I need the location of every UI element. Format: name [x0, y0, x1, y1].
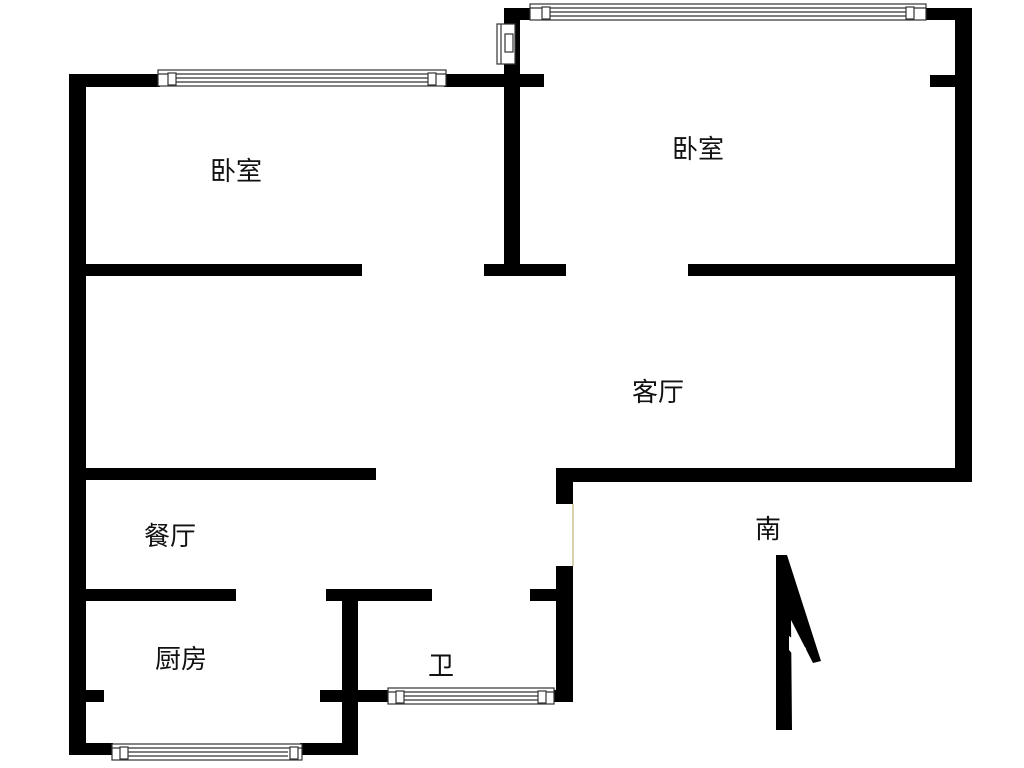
label-dining-room: 餐厅: [144, 522, 196, 552]
label-bathroom: 卫: [428, 652, 454, 682]
wall-top-left: [69, 74, 160, 87]
wall-top-left-2: [444, 74, 504, 87]
wall-left-outer: [69, 74, 86, 755]
label-living-room: 客厅: [632, 378, 684, 408]
wall-bedroom-living-c: [688, 264, 956, 276]
window-kitchen: [111, 743, 303, 761]
label-kitchen: 厨房: [155, 645, 207, 675]
wall-right-outer: [955, 8, 972, 482]
wall-dining-kitchen-a: [86, 589, 236, 601]
walls: [69, 8, 972, 755]
wall-kitchen-bottom-a: [69, 743, 113, 755]
wall-kitchen-bath: [342, 589, 358, 755]
compass-label: 南: [755, 515, 781, 545]
wall-living-bottom: [556, 468, 972, 482]
wall-dining-kitchen-c: [530, 589, 560, 601]
wall-bedroom-living-b: [484, 264, 566, 276]
wall-kitchen-bottom-b: [300, 743, 358, 755]
window-bedroom-right: [529, 3, 927, 21]
window-bedroom-left: [157, 69, 447, 87]
wall-bedroom-living-a: [86, 264, 362, 276]
wall-top-right-a: [504, 8, 532, 20]
wall-bedroom-divider: [504, 8, 520, 276]
wall-dining-kitchen-b: [326, 589, 432, 601]
label-bedroom-left: 卧室: [210, 157, 262, 187]
window-bathroom: [387, 687, 555, 705]
windows: [111, 3, 927, 761]
north-arrow-icon: [776, 555, 821, 730]
wall-bath-bottom-b: [552, 690, 572, 702]
wall-right-stub: [930, 75, 956, 87]
label-bedroom-right: 卧室: [672, 135, 724, 165]
wall-hall-right-a: [556, 468, 573, 504]
wall-hall-right-b: [556, 566, 573, 702]
wall-kitchen-stub-left: [86, 690, 104, 702]
wall-bath-bottom-a: [356, 690, 388, 702]
wall-living-dining: [86, 468, 376, 480]
wall-kitchen-stub-right: [320, 690, 344, 702]
window-side: [496, 23, 516, 65]
